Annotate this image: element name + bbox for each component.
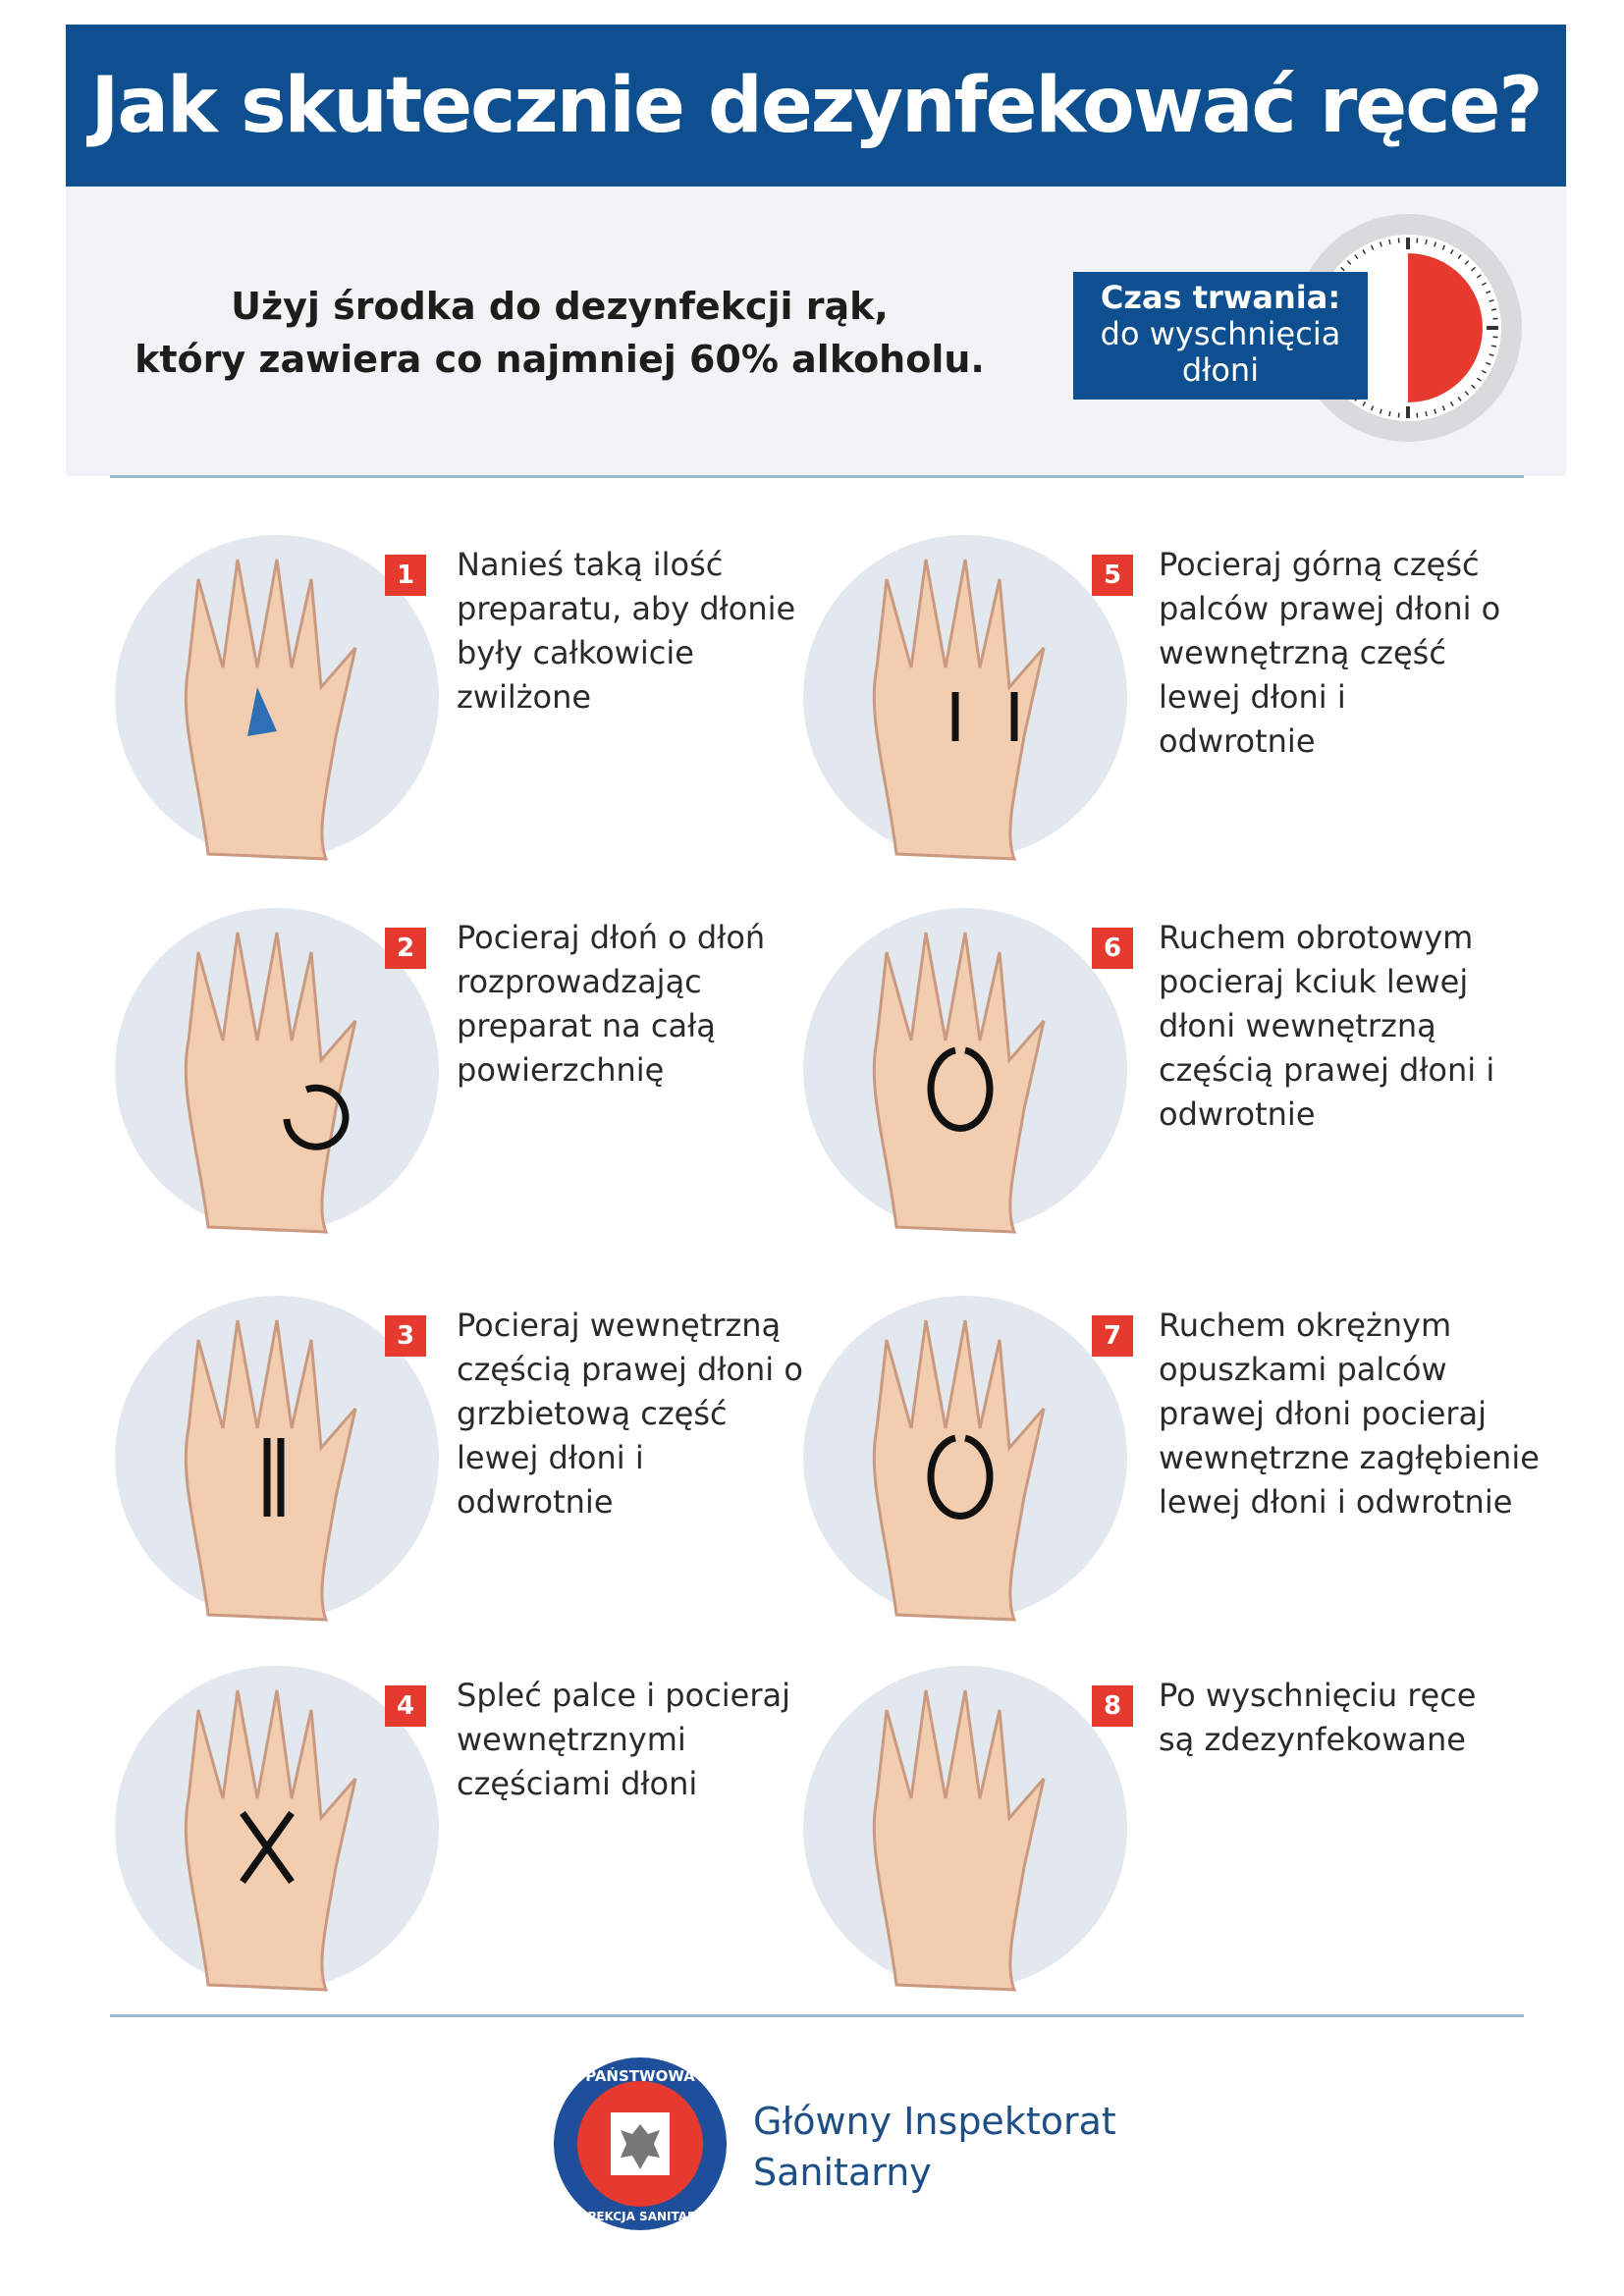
duration-box: Czas trwania: do wyschnięcia dłoni bbox=[1073, 272, 1368, 400]
timer-tick bbox=[1449, 400, 1454, 407]
timer-tick bbox=[1346, 260, 1352, 265]
timer-tick bbox=[1449, 248, 1454, 255]
hands-icon bbox=[184, 932, 357, 1234]
timer-tick bbox=[1354, 254, 1359, 260]
timer-tick bbox=[1434, 241, 1437, 247]
step-text: Spleć palce i pocieraj wewnętrznymi częś… bbox=[457, 1677, 791, 1802]
timer-tick bbox=[1362, 400, 1367, 407]
title-banner: Jak skutecznie dezynfekować ręce? bbox=[66, 25, 1566, 187]
step-number-badge: 4 bbox=[385, 1685, 426, 1727]
step-text: Ruchem obrotowym pocieraj kciuk lewej dł… bbox=[1159, 919, 1495, 1133]
org-line-1: Główny Inspektorat bbox=[753, 2100, 1116, 2143]
timer-tick bbox=[1441, 244, 1446, 250]
divider-top bbox=[110, 475, 1524, 478]
timer-tick bbox=[1490, 345, 1497, 347]
duration-value-1: do wyschnięcia bbox=[1100, 315, 1341, 352]
timer-tick bbox=[1464, 260, 1470, 265]
subtitle: Użyj środka do dezynfekcji rąk, który za… bbox=[88, 280, 1031, 386]
step-text: Pocieraj dłoń o dłoń rozprowadzając prep… bbox=[457, 919, 766, 1089]
timer-tick bbox=[1379, 241, 1382, 247]
step-number-badge: 3 bbox=[385, 1315, 426, 1357]
timer-tick bbox=[1425, 239, 1428, 245]
timer-tick bbox=[1476, 274, 1482, 279]
timer-tick bbox=[1489, 353, 1494, 357]
timer-tick bbox=[1476, 377, 1482, 382]
timer-tick bbox=[1489, 298, 1494, 302]
timer-tick bbox=[1457, 254, 1462, 260]
hands-icon bbox=[872, 932, 1046, 1234]
timer-tick bbox=[1416, 412, 1419, 418]
step-number-badge: 7 bbox=[1092, 1315, 1133, 1357]
timer-tick bbox=[1397, 238, 1400, 243]
timer-tick bbox=[1441, 405, 1446, 411]
timer-tick bbox=[1362, 248, 1367, 255]
timer-tick bbox=[1481, 282, 1488, 287]
timer-tick bbox=[1379, 408, 1382, 414]
timer-tick bbox=[1481, 369, 1488, 374]
subtitle-line-2: który zawiera co najmniej 60% alkoholu. bbox=[135, 338, 985, 381]
hands-icon bbox=[184, 1319, 357, 1622]
hands-icon bbox=[184, 1689, 357, 1992]
hands-icon bbox=[872, 1319, 1046, 1622]
timer-tick bbox=[1370, 405, 1375, 411]
subtitle-line-1: Użyj środka do dezynfekcji rąk, bbox=[231, 285, 889, 328]
timer-tick bbox=[1425, 410, 1428, 417]
step-text: Pocieraj górną część palców prawej dłoni… bbox=[1159, 546, 1501, 760]
svg-text:PAŃSTWOWA: PAŃSTWOWA bbox=[585, 2066, 695, 2085]
timer-tick bbox=[1486, 290, 1491, 294]
page-title: Jak skutecznie dezynfekować ręce? bbox=[90, 61, 1543, 150]
org-line-2: Sanitarny bbox=[753, 2151, 932, 2194]
timer-tick bbox=[1486, 361, 1491, 366]
timer-tick bbox=[1388, 410, 1391, 417]
timer-tick bbox=[1471, 384, 1476, 390]
svg-text:INSPEKCJA SANITARNA: INSPEKCJA SANITARNA bbox=[565, 2210, 716, 2223]
step-number-badge: 6 bbox=[1092, 928, 1133, 969]
timer-tick bbox=[1416, 238, 1419, 243]
timer-tick bbox=[1340, 266, 1345, 272]
step-number-badge: 5 bbox=[1092, 555, 1133, 596]
duration-value-2: dłoni bbox=[1181, 351, 1260, 389]
organization-name: Główny Inspektorat Sanitarny bbox=[753, 2096, 1116, 2198]
hands-icon bbox=[872, 559, 1046, 861]
step-text: Pocieraj wewnętrzną częścią prawej dłoni… bbox=[457, 1307, 803, 1521]
timer-tick bbox=[1457, 396, 1462, 401]
timer-tick bbox=[1471, 266, 1476, 272]
hands-icon bbox=[184, 559, 357, 861]
timer-tick bbox=[1492, 317, 1498, 320]
divider-bottom bbox=[110, 2014, 1524, 2017]
duration-label: Czas trwania: bbox=[1100, 279, 1341, 316]
timer-tick bbox=[1388, 239, 1391, 245]
timer-tick bbox=[1490, 308, 1497, 311]
step-number-badge: 8 bbox=[1092, 1685, 1133, 1727]
timer-tick bbox=[1397, 412, 1400, 418]
timer-tick bbox=[1464, 391, 1470, 396]
step-text: Nanieś taką ilość preparatu, aby dłonie … bbox=[457, 546, 796, 716]
step-text: Ruchem okrężnym opuszkami palców prawej … bbox=[1159, 1307, 1540, 1521]
step-text: Po wyschnięciu ręce są zdezynfekowane bbox=[1159, 1677, 1477, 1758]
timer-tick bbox=[1434, 408, 1437, 414]
timer-tick bbox=[1370, 244, 1375, 250]
gis-logo: PAŃSTWOWA INSPEKCJA SANITARNA bbox=[554, 2057, 727, 2230]
timer-tick bbox=[1492, 336, 1498, 339]
hands-icon bbox=[872, 1689, 1046, 1992]
step-number-badge: 1 bbox=[385, 555, 426, 596]
step-number-badge: 2 bbox=[385, 928, 426, 969]
